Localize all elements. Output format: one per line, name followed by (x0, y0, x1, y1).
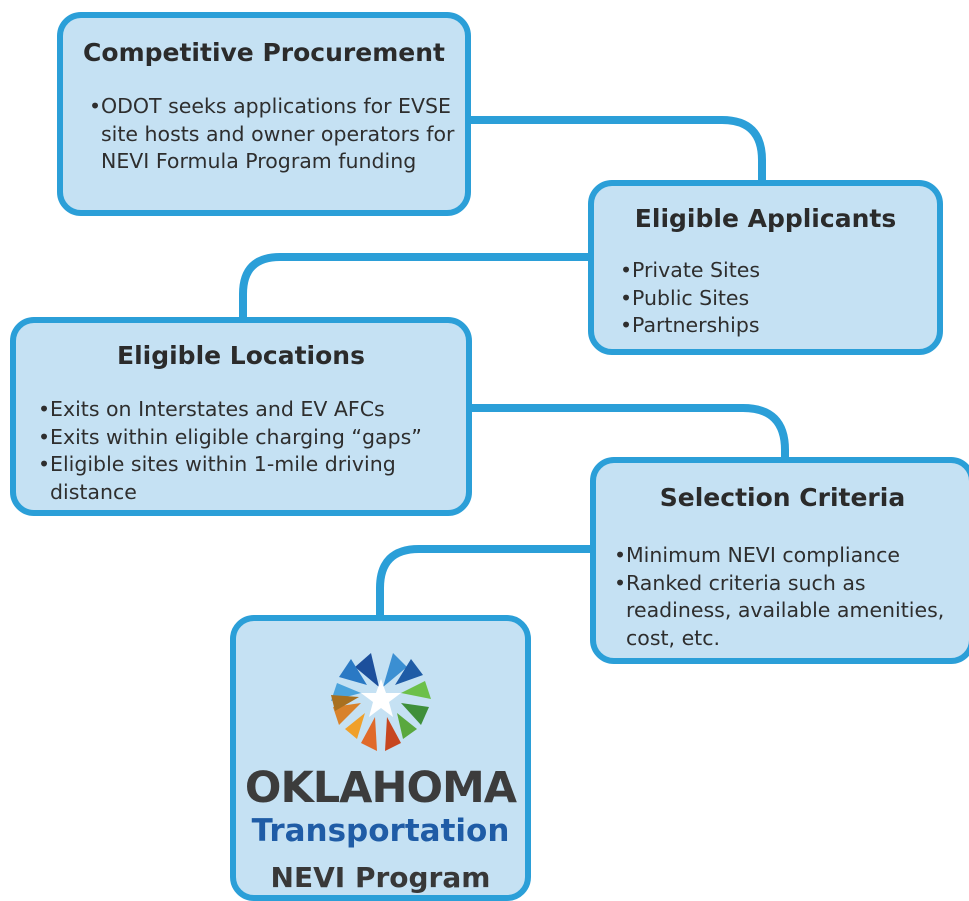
oklahoma-star-logo-icon (331, 653, 431, 751)
locations-title: Eligible Locations (117, 341, 365, 370)
connector-locations-selection (468, 404, 789, 463)
brand-title: OKLAHOMA (244, 763, 517, 813)
bullet-item: Eligible sites within 1-mile driving dis… (30, 451, 466, 506)
bullet-item: Ranked criteria such as readiness, avail… (606, 570, 969, 653)
procurement-box: Competitive Procurement ODOT seeks appli… (57, 12, 471, 216)
applicants-title: Eligible Applicants (634, 204, 897, 233)
locations-bullets: Exits on Interstates and EV AFCs Exits w… (16, 396, 466, 506)
brand-subtitle: Transportation (251, 813, 510, 849)
selection-bullets: Minimum NEVI compliance Ranked criteria … (596, 542, 969, 652)
connector-procurement-applicants (467, 116, 766, 186)
program-box: OKLAHOMA Transportation NEVI Program (230, 615, 531, 901)
connector-selection-program (376, 545, 596, 621)
program-name: NEVI Program (270, 861, 491, 894)
procurement-bullets: ODOT seeks applications for EVSE site ho… (63, 93, 465, 176)
bullet-item: Public Sites (612, 285, 937, 313)
bullet-item: ODOT seeks applications for EVSE site ho… (81, 93, 465, 176)
bullet-item: Private Sites (612, 257, 937, 285)
locations-box: Eligible Locations Exits on Interstates … (10, 317, 472, 516)
applicants-bullets: Private Sites Public Sites Partnerships (594, 257, 937, 340)
bullet-item: Partnerships (612, 312, 937, 340)
selection-box: Selection Criteria Minimum NEVI complian… (590, 457, 969, 664)
procurement-title: Competitive Procurement (83, 38, 445, 67)
connector-applicants-locations (239, 253, 594, 323)
bullet-item: Exits within eligible charging “gaps” (30, 424, 466, 452)
bullet-item: Minimum NEVI compliance (606, 542, 969, 570)
applicants-box: Eligible Applicants Private Sites Public… (588, 180, 943, 355)
selection-title: Selection Criteria (659, 483, 906, 512)
bullet-item: Exits on Interstates and EV AFCs (30, 396, 466, 424)
